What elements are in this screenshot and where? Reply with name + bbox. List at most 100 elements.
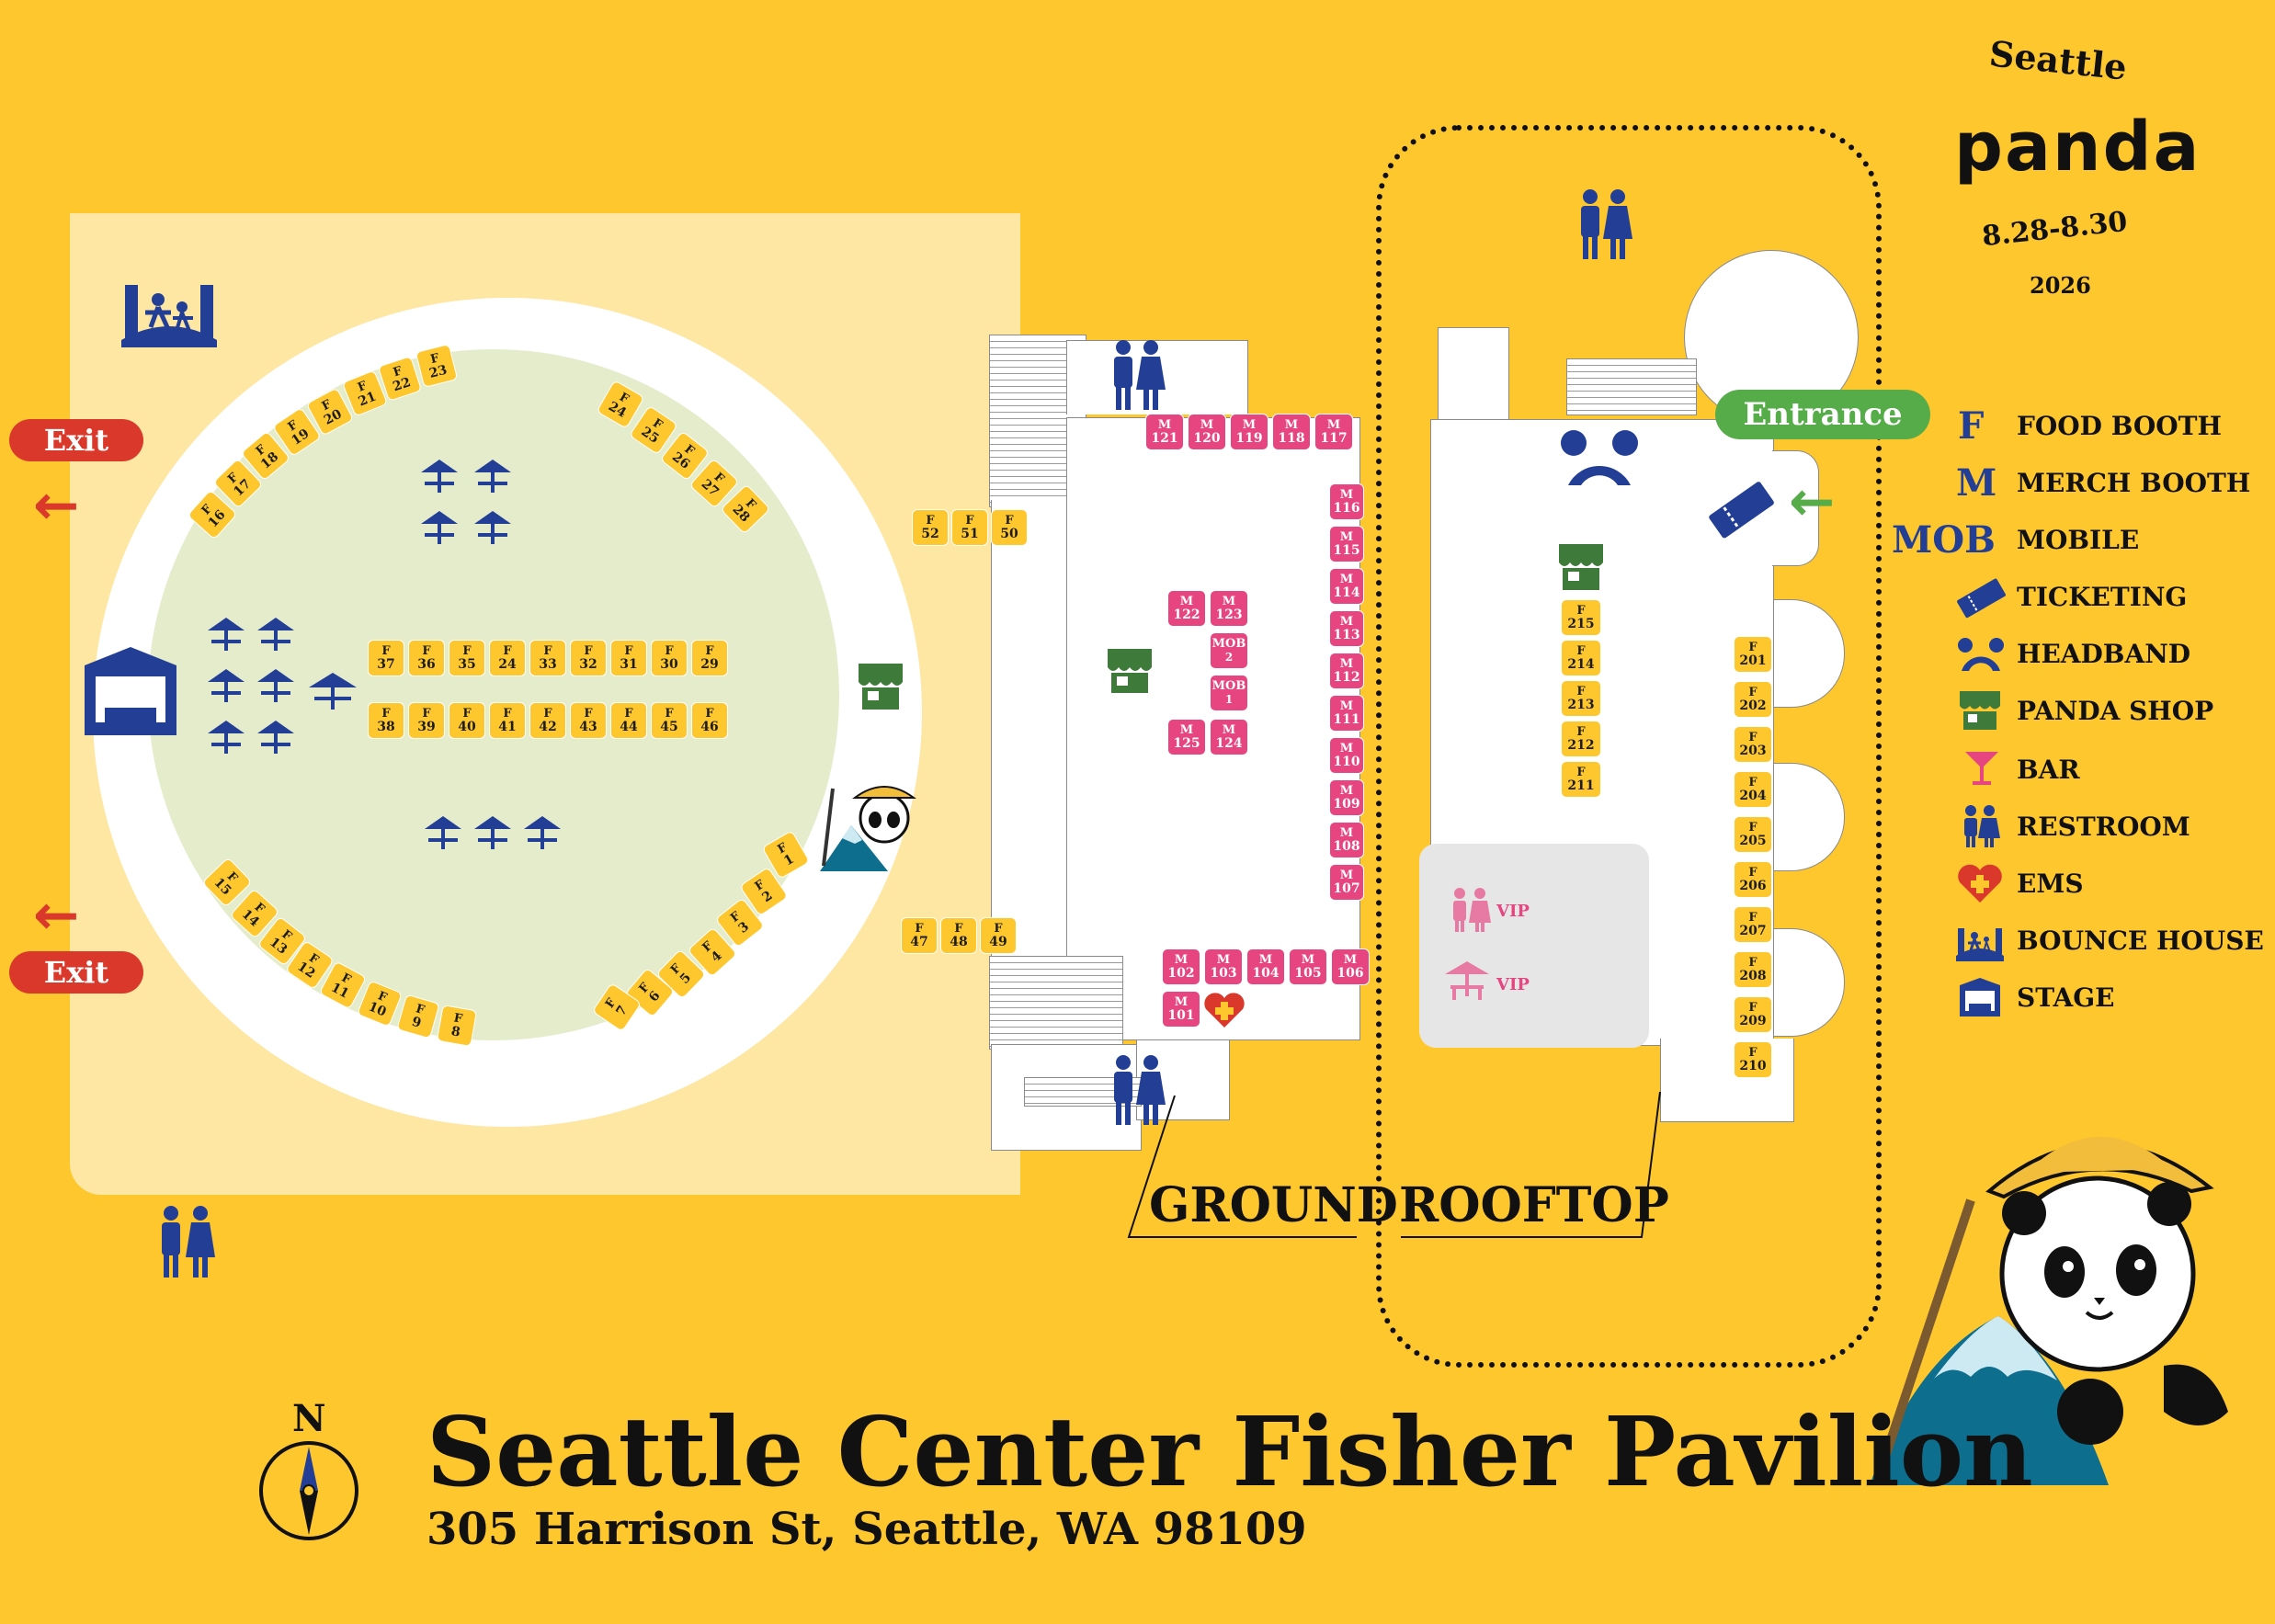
exit-bottom-label[interactable]: Exit	[9, 951, 143, 994]
vip-area	[1419, 844, 1649, 1048]
legend-label: MERCH BOOTH	[2017, 468, 2251, 498]
entrance-label[interactable]: Entrance	[1715, 390, 1930, 439]
entrance-arrow-icon: ←	[1789, 470, 1836, 534]
logo-year: 2026	[2030, 272, 2091, 299]
legend-label: EMS	[2017, 869, 2084, 899]
stage-icon	[1960, 978, 2000, 1016]
restroom-icon	[1581, 189, 1632, 259]
rooftop-deck-lower	[1660, 1039, 1794, 1122]
ems-icon	[1204, 993, 1245, 1028]
exit-top-label[interactable]: Exit	[9, 419, 143, 461]
bounce-house-icon	[121, 285, 217, 347]
legend-label: TICKETING	[2017, 582, 2188, 612]
panda-mascot-small	[820, 786, 917, 871]
compass-north-label: N	[292, 1397, 326, 1440]
legend-label: PANDA SHOP	[2017, 696, 2214, 726]
panda-shop-icon	[1960, 691, 2000, 730]
legend-label: RESTROOM	[2017, 812, 2190, 842]
stairs-ground-bottom	[989, 956, 1123, 1050]
vip-table-icon	[1445, 961, 1489, 1000]
venue-address: 305 Harrison St, Seattle, WA 98109	[427, 1504, 1307, 1555]
panda-shop-icon-outdoor	[859, 664, 903, 710]
rooftop-tower	[1438, 327, 1509, 425]
ground-label-line	[1127, 1095, 1357, 1238]
bar-icon	[1965, 752, 1998, 785]
ems-icon	[1958, 864, 2002, 903]
restroom-icon	[1114, 340, 1166, 410]
